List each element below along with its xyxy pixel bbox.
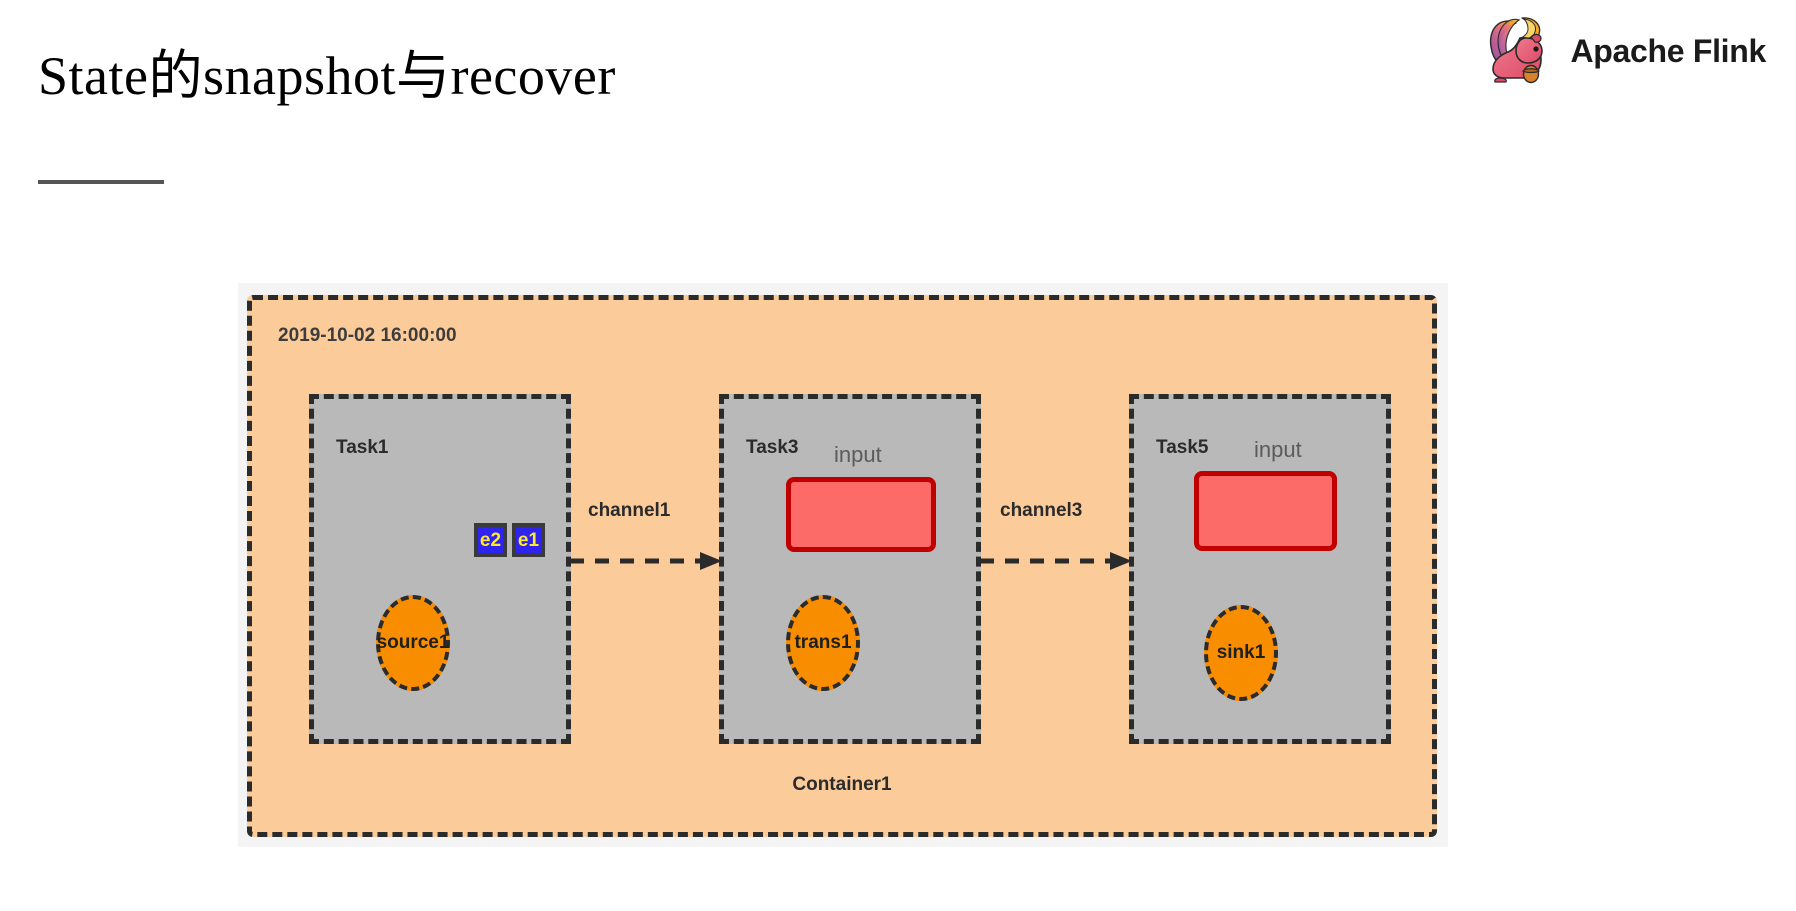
- title-underline-rule: [38, 180, 164, 184]
- channel-label-channel3: channel3: [1000, 500, 1083, 521]
- brand-logo-group: Apache Flink: [1486, 14, 1766, 88]
- container-label: Container1: [792, 774, 892, 795]
- operator-trans1: trans1: [786, 595, 860, 691]
- task-title-task3: Task3: [746, 437, 799, 458]
- operator-label-trans1: trans1: [794, 632, 852, 653]
- task-title-task5: Task5: [1156, 437, 1209, 458]
- operator-sink1: sink1: [1204, 605, 1278, 701]
- task-box-task5: Task5 input sink1: [1129, 394, 1391, 744]
- pipeline-diagram: 2019-10-02 16:00:00 Task1 e2 e1 source1 …: [238, 283, 1448, 847]
- task-title-task1: Task1: [336, 437, 389, 458]
- state-box-task3: [786, 477, 936, 552]
- state-label-task5: input: [1254, 437, 1302, 462]
- container-box: 2019-10-02 16:00:00 Task1 e2 e1 source1 …: [247, 295, 1437, 837]
- state-label-task3: input: [834, 442, 882, 467]
- task-box-task1: Task1 e2 e1 source1: [309, 394, 571, 744]
- brand-name-label: Apache Flink: [1570, 32, 1766, 69]
- event-buffer-task1: e2 e1: [474, 523, 545, 557]
- operator-label-source1: source1: [376, 632, 450, 653]
- channel-label-channel1: channel1: [588, 500, 671, 521]
- container-timestamp: 2019-10-02 16:00:00: [278, 325, 457, 346]
- task-box-task3: Task3 input trans1: [719, 394, 981, 744]
- operator-source1: source1: [376, 595, 450, 691]
- channel-arrow-channel1: [570, 552, 722, 570]
- event-chip-e1: e1: [512, 523, 545, 557]
- page-title: State的snapshot与recover: [38, 46, 616, 106]
- event-chip-e2: e2: [474, 523, 507, 557]
- flink-squirrel-icon: [1486, 14, 1552, 88]
- operator-label-sink1: sink1: [1216, 642, 1266, 663]
- channel-arrow-channel3: [980, 552, 1132, 570]
- state-box-task5: [1194, 471, 1337, 551]
